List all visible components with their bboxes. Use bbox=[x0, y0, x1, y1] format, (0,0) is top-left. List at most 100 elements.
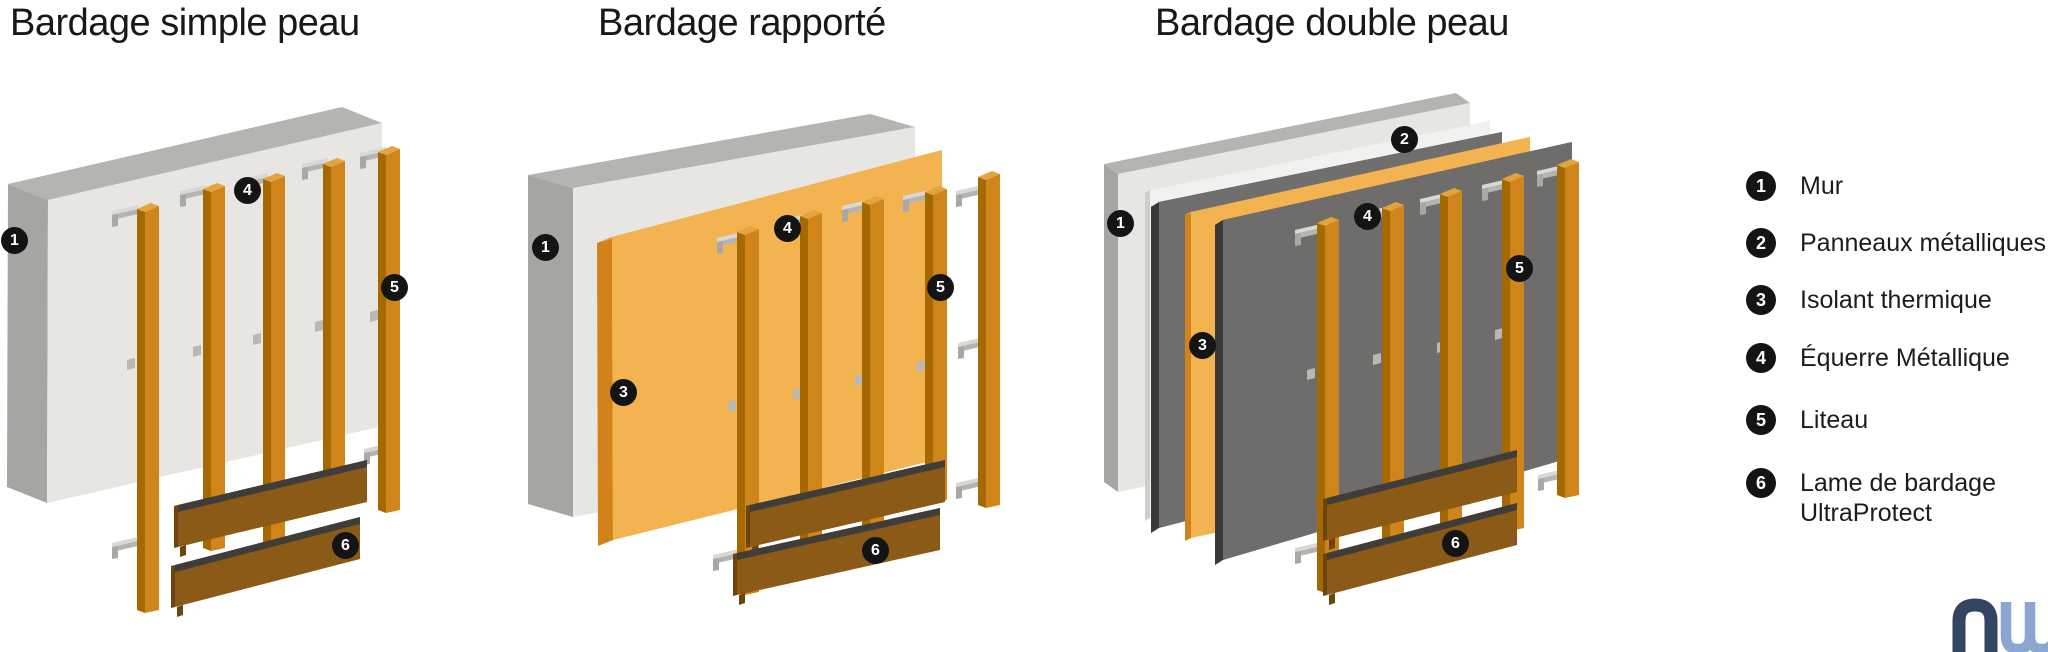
equerre-end bbox=[193, 345, 201, 357]
legend-badge-2: 2 bbox=[1746, 228, 1776, 258]
equerre-front bbox=[112, 209, 138, 220]
lame-face bbox=[737, 508, 940, 595]
walls-and-panels bbox=[1104, 93, 1573, 565]
lames-de-bardage bbox=[171, 460, 367, 617]
equerre-tab bbox=[717, 241, 723, 254]
liteau-top bbox=[862, 196, 884, 205]
liteau-front bbox=[386, 149, 400, 513]
equerre-tab bbox=[713, 558, 719, 571]
lame-top-strip bbox=[737, 508, 940, 560]
equerre-tab bbox=[112, 214, 118, 227]
liteau-front bbox=[331, 161, 345, 508]
mur-top bbox=[528, 114, 915, 188]
liteau-side bbox=[1382, 208, 1390, 568]
equerre-front bbox=[956, 481, 982, 492]
diagram-bardage-double-peau: 1 2 3 4 5 6 bbox=[1090, 60, 1610, 652]
liteau-front bbox=[870, 199, 884, 543]
equerre-front bbox=[1420, 197, 1446, 208]
liteau-side bbox=[378, 152, 386, 513]
liteau-front bbox=[1448, 191, 1462, 551]
lame-end bbox=[746, 505, 750, 548]
liteau-side bbox=[1557, 165, 1565, 498]
marker-equerre-icon: 4 bbox=[234, 177, 261, 204]
liteau-side bbox=[978, 177, 986, 508]
liteau-front bbox=[808, 213, 822, 568]
lame-face bbox=[750, 460, 945, 547]
equerre-front bbox=[713, 553, 739, 564]
panneau-metallique-side bbox=[1215, 220, 1223, 565]
liteau-top bbox=[323, 158, 345, 167]
liteau-front bbox=[1390, 205, 1404, 568]
equerre-tab bbox=[1295, 551, 1301, 564]
equerre-front bbox=[1482, 183, 1508, 194]
legend-item-equerre: 4 Équerre Métallique bbox=[1746, 343, 2010, 373]
equerre-tab bbox=[112, 546, 118, 559]
equerre-top bbox=[1295, 542, 1321, 552]
liteau-top bbox=[1440, 188, 1462, 197]
marker-panneau-icon: 2 bbox=[1391, 126, 1418, 153]
liteau-top bbox=[978, 171, 1000, 180]
equerre-tab bbox=[1482, 188, 1488, 201]
equerre-top bbox=[1482, 179, 1508, 189]
legend-badge-4: 4 bbox=[1746, 343, 1776, 373]
liteau-side bbox=[737, 232, 745, 595]
marker-lame-icon: 6 bbox=[332, 532, 359, 559]
liteau-top bbox=[203, 183, 225, 192]
marker-equerre-icon: 4 bbox=[774, 215, 801, 242]
diagram-bardage-simple-peau: 1 4 5 6 bbox=[0, 60, 450, 652]
liteau-top bbox=[137, 203, 159, 212]
title-bardage-double-peau: Bardage double peau bbox=[1155, 2, 1509, 44]
marker-mur-icon: 1 bbox=[1, 227, 28, 254]
liteau-front bbox=[933, 189, 947, 503]
logo-nw-icon bbox=[1952, 598, 2048, 652]
marker-isolant-icon: 3 bbox=[610, 379, 637, 406]
liteau-top bbox=[1502, 173, 1524, 182]
equerre-top bbox=[903, 190, 929, 200]
lame-top-strip bbox=[1327, 503, 1517, 560]
equerre-top bbox=[1295, 224, 1321, 234]
legend-badge-5: 5 bbox=[1746, 405, 1776, 435]
lame-top-strip bbox=[1327, 450, 1517, 505]
logo-letter-w bbox=[2000, 602, 2048, 652]
lame-clip bbox=[1329, 538, 1335, 550]
equerre-tab bbox=[958, 346, 964, 359]
equerre-top bbox=[360, 147, 386, 157]
lame-face bbox=[1327, 503, 1517, 595]
equerre-front bbox=[717, 236, 743, 247]
equerre-tab bbox=[1537, 174, 1543, 187]
mur-top bbox=[8, 107, 382, 200]
liteau-top bbox=[1382, 202, 1404, 211]
equerre-end bbox=[1307, 368, 1315, 380]
isolant-side bbox=[597, 237, 613, 546]
equerre-tab bbox=[360, 156, 366, 169]
equerre-top bbox=[180, 185, 206, 195]
liteau-top bbox=[378, 146, 400, 155]
walls-and-panels bbox=[528, 114, 943, 546]
isolant-face bbox=[612, 150, 943, 540]
equerre-front bbox=[958, 341, 984, 352]
mur-top bbox=[1104, 93, 1470, 174]
title-bardage-rapporte: Bardage rapporté bbox=[598, 2, 886, 44]
marker-mur-icon: 1 bbox=[532, 234, 559, 261]
lame-end bbox=[1323, 498, 1327, 541]
marker-liteau-icon: 5 bbox=[381, 274, 408, 301]
equerre-top bbox=[112, 537, 138, 547]
equerre-end bbox=[917, 360, 925, 372]
equerre-top bbox=[717, 232, 743, 242]
panneau-metallique-side bbox=[1151, 202, 1159, 533]
equerre-top bbox=[842, 200, 868, 210]
equerre-end bbox=[855, 374, 863, 386]
liteau-front bbox=[211, 186, 225, 551]
legend-label-equerre: Équerre Métallique bbox=[1800, 344, 2010, 372]
lame-face bbox=[178, 460, 367, 547]
equerre-end bbox=[728, 400, 736, 412]
liteau-side bbox=[137, 209, 145, 613]
equerre-tab bbox=[1420, 202, 1426, 215]
lame-top-strip bbox=[178, 460, 367, 512]
equerre-end bbox=[1373, 353, 1381, 365]
lame-end bbox=[171, 565, 175, 608]
bardage-rapporte-illustration bbox=[528, 114, 1000, 605]
equerre-top bbox=[1537, 165, 1563, 175]
legend-item-lame: 6 Lame de bardage UltraProtect bbox=[1746, 468, 1996, 528]
